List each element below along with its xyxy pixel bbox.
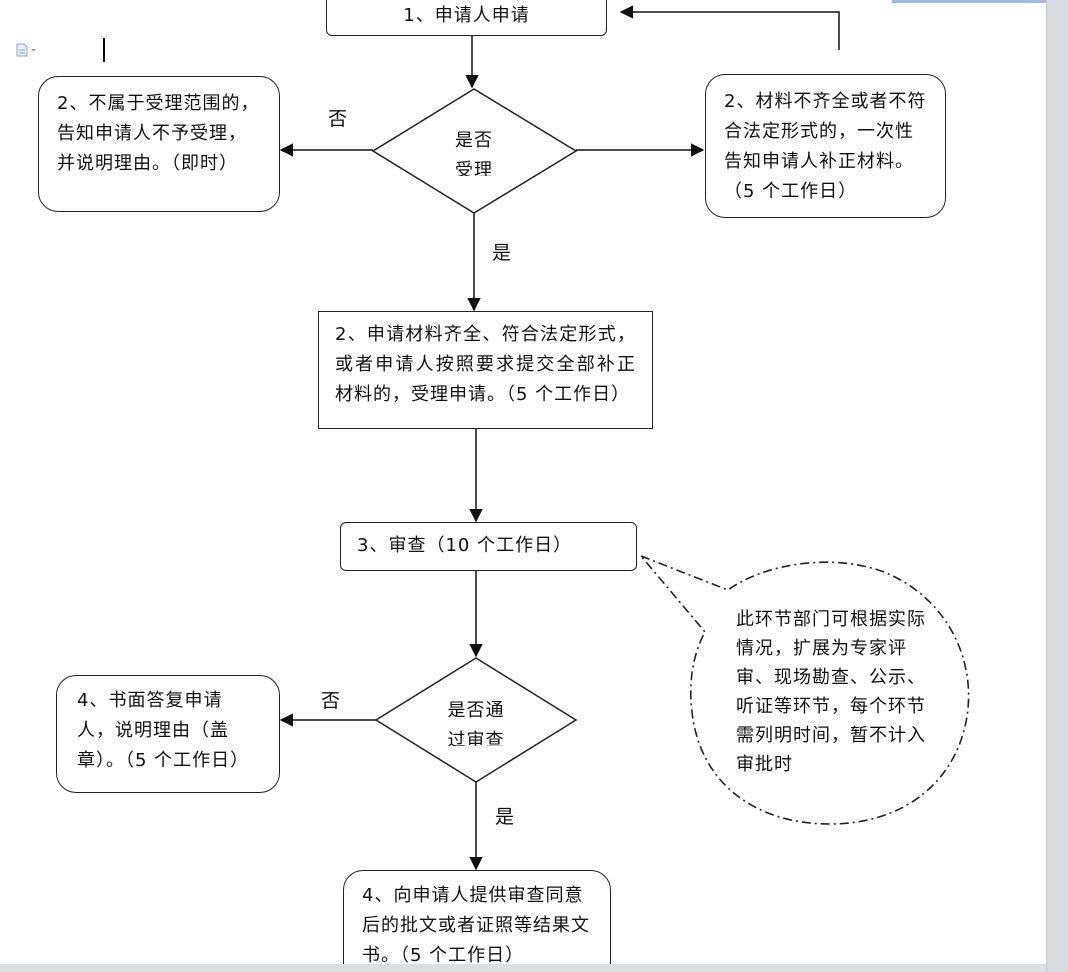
node-reject-scope: 2、不属于受理范围的，告知申请人不予受理，并说明理由。（即时） xyxy=(38,76,280,212)
edge-label-yes-accept: 是 xyxy=(492,242,512,264)
edge-label-yes-pass: 是 xyxy=(495,806,515,828)
document-page: 1、申请人申请 2、不属于受理范围的，告知申请人不予受理，并说明理由。（即时） … xyxy=(16,0,970,966)
decision-accept-label: 是否受理 xyxy=(455,130,493,176)
node-approve-docs: 4、向申请人提供审查同意后的批文或者证照等结果文书。（5 个工作日） xyxy=(343,870,611,966)
node-accept: 2、申请材料齐全、符合法定形式，或者申请人按照要求提交全部补正材料的，受理申请。… xyxy=(318,311,653,429)
vertical-scrollbar[interactable] xyxy=(1046,0,1068,972)
note-text: 此环节部门可根据实际情况，扩展为专家评审、现场勘查、公示、听证等环节，每个环节需… xyxy=(736,609,926,775)
node-review: 3、审查（10 个工作日） xyxy=(340,522,637,571)
node-incomplete: 2、材料不齐全或者不符合法定形式的，一次性告知申请人补正材料。（5 个工作日） xyxy=(705,74,946,218)
document-icon[interactable] xyxy=(16,42,38,57)
node-apply: 1、申请人申请 xyxy=(326,0,607,36)
edge-label-no-accept: 否 xyxy=(328,108,348,130)
text-cursor xyxy=(103,38,105,62)
node-reply-reject: 4、书面答复申请人，说明理由（盖章）。（5 个工作日） xyxy=(56,675,280,793)
horizontal-scrollbar[interactable] xyxy=(0,964,1046,972)
ruler-accent xyxy=(892,0,1068,3)
decision-pass-label: 是否通过审查 xyxy=(447,700,505,746)
note-callout-shape xyxy=(640,555,970,825)
flow-connectors xyxy=(279,5,970,871)
edge-label-no-pass: 否 xyxy=(321,690,341,712)
